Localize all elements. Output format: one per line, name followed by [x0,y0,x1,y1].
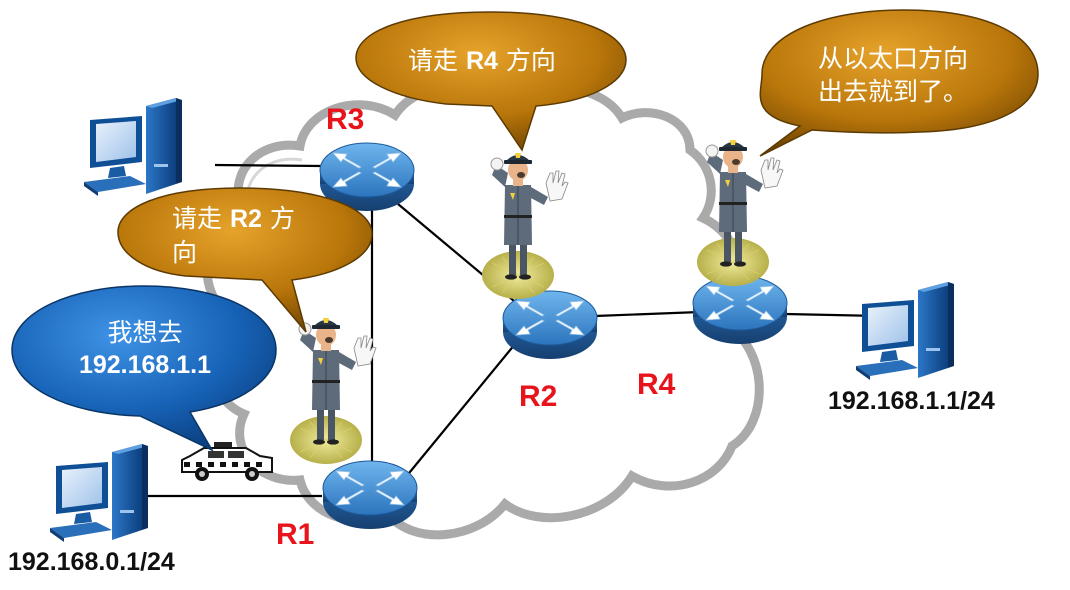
bubble-source-line1: 我想去 [107,318,183,347]
bubble-r1-shape [117,187,373,333]
bubble-r4-line1: 从以太口方向 [818,44,969,73]
link-r1-r2 [404,337,521,479]
bubble-r1-suffix: 方 [261,204,295,233]
link-r2-r4 [594,310,701,318]
bubble-r4-shape [759,9,1039,157]
bubble-source-text: 我想去 192.168.1.1 [40,316,250,382]
taxi-icon [181,442,273,481]
link-pc-top-r3 [214,163,323,168]
bubble-source-shape [11,285,277,452]
bubble-r1-text: 请走 R2 方 向 [172,202,295,269]
router-r2-label: R2 [519,380,558,413]
router-r1-label: R1 [276,518,315,551]
pc-source-icon [50,444,148,542]
bubble-source-line2: 192.168.1.1 [78,351,212,379]
bubble-r1-bold: R2 [229,205,262,233]
bubble-r3-text: 请走 R4 方向 [408,44,556,78]
bubble-r3-suffix: 方向 [497,46,556,75]
pc-top-icon [84,98,182,196]
router-r3-label: R3 [326,103,365,136]
bubble-r3-shape [355,11,627,152]
pc-destination-icon [856,282,954,380]
bubble-r1-line2: 向 [172,238,198,267]
bubble-r1-prefix: 请走 [172,204,230,233]
bubble-r3-bold: R4 [465,47,498,75]
router-r2-icon [502,290,598,360]
bubble-r4-line2: 出去就到了。 [818,77,969,106]
destination-ip-label: 192.168.1.1/24 [828,387,995,415]
router-r4-icon [692,275,788,345]
bubble-r4-text: 从以太口方向 出去就到了。 [818,42,968,108]
bubble-r3-prefix: 请走 [408,46,466,75]
router-r4-label: R4 [637,368,676,401]
router-r1-icon [322,460,418,530]
source-ip-label: 192.168.0.1/24 [8,548,175,576]
